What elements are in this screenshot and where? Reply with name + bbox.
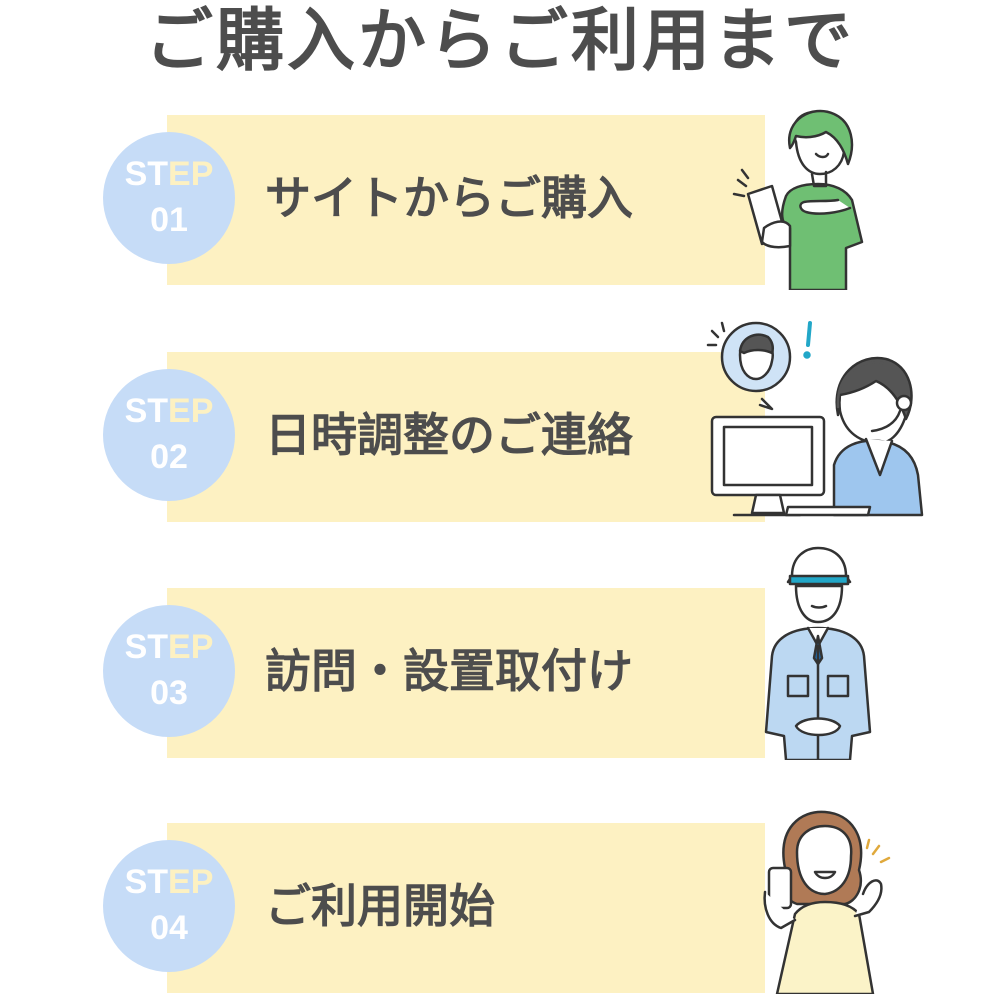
step-word-accent: EP <box>168 392 213 430</box>
step-badge: STEP 01 <box>103 132 235 264</box>
page-title: ご購入からご利用まで <box>0 2 1000 82</box>
step-badge: STEP 04 <box>103 840 235 972</box>
step-word-accent: EP <box>168 863 213 901</box>
step-word: ST <box>125 863 168 901</box>
happy-woman-with-phone-icon <box>755 808 895 994</box>
step-word-accent: EP <box>168 628 213 666</box>
step-word: ST <box>125 155 168 193</box>
step-badge: STEP 03 <box>103 605 235 737</box>
step-badge: STEP 02 <box>103 369 235 501</box>
call-center-operator-icon <box>700 315 930 520</box>
woman-with-smartphone-icon <box>728 108 878 290</box>
step-label: ご利用開始 <box>265 876 495 936</box>
step-label: 日時調整のご連絡 <box>265 405 633 465</box>
step-number: 04 <box>103 908 235 948</box>
step-label: 訪問・設置取付け <box>265 641 633 701</box>
installation-worker-icon <box>752 546 882 760</box>
step-number: 03 <box>103 673 235 713</box>
step-word: ST <box>125 392 168 430</box>
step-word: ST <box>125 628 168 666</box>
step-number: 02 <box>103 437 235 477</box>
step-label: サイトからご購入 <box>265 168 633 228</box>
step-word-accent: EP <box>168 155 213 193</box>
step-number: 01 <box>103 200 235 240</box>
